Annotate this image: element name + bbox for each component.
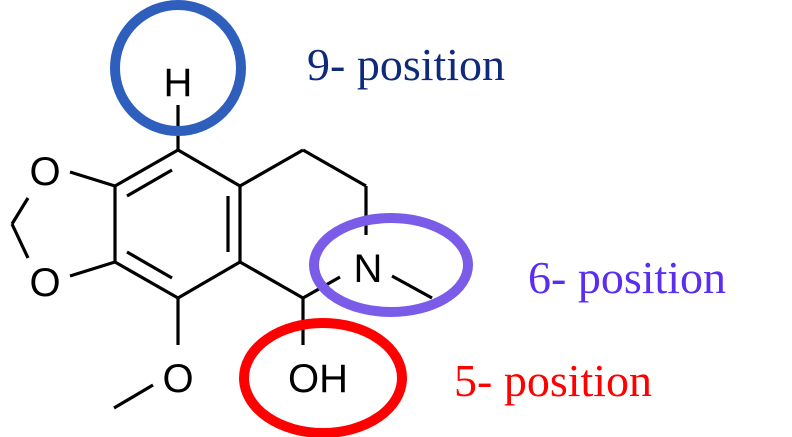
benzene-ring [113, 148, 242, 300]
oxygen-atom-methoxy: O [162, 357, 193, 401]
hydroxyl-group: OH [288, 357, 348, 401]
label-5-position: 5- position [454, 355, 652, 406]
label-6-position: 6- position [528, 252, 726, 303]
pos5-highlight-ellipse [239, 318, 407, 437]
label-9-position: 9- position [307, 39, 505, 90]
nitrogen-atom: N [354, 247, 383, 291]
oxygen-atom-top: O [29, 150, 60, 194]
pos6-highlight-ellipse [309, 213, 473, 317]
dioxole-ring [10, 170, 116, 278]
n-methyl-bond [391, 274, 433, 300]
pos9-highlight-circle [110, 0, 246, 136]
hydrogen-atom: H [164, 61, 193, 105]
oxygen-atom-bottom: O [29, 261, 60, 305]
methyl-bond [113, 383, 154, 410]
